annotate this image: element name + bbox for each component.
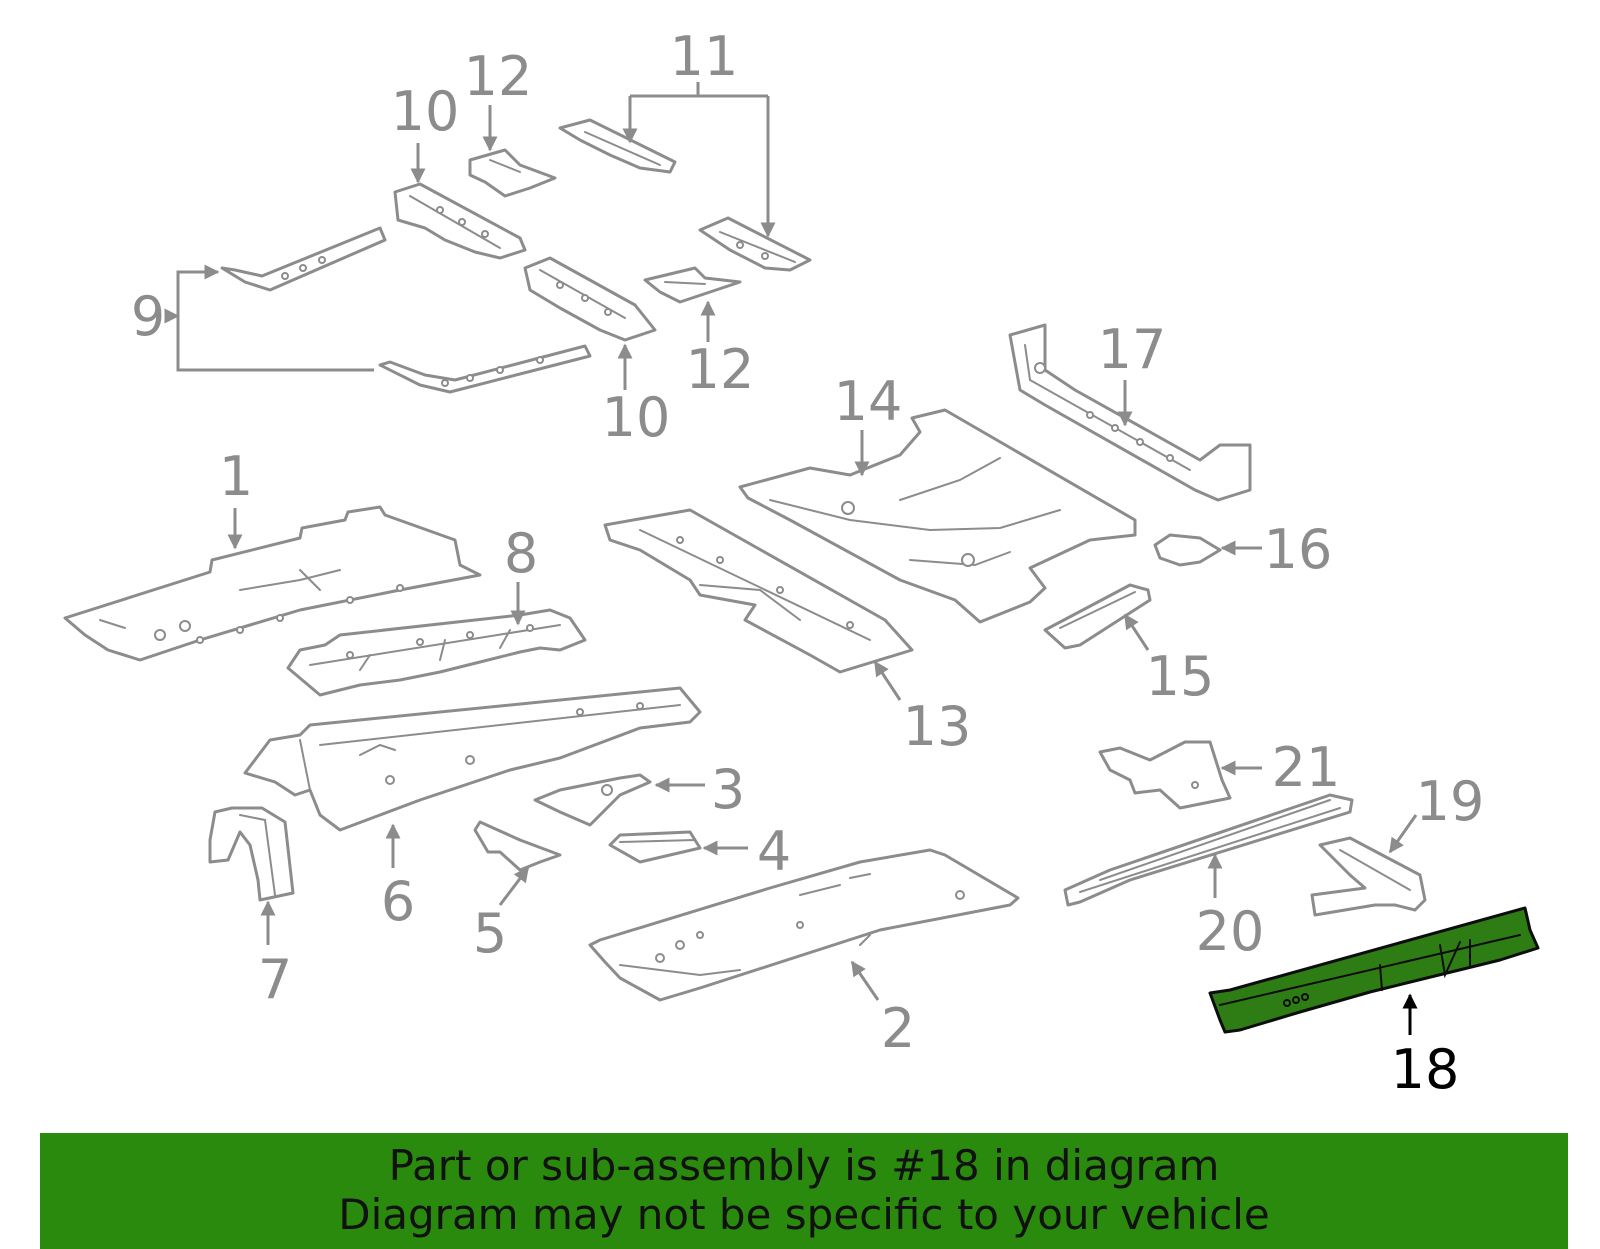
callout-1: 1 [219, 445, 253, 508]
part-20 [1063, 793, 1354, 907]
part-9-upper-rail [220, 226, 387, 292]
part-16 [1153, 533, 1222, 567]
part-14 [738, 408, 1137, 624]
part-5 [473, 820, 562, 872]
callout-14: 14 [834, 370, 903, 433]
leader-11 [628, 82, 770, 236]
callout-12-bottom: 12 [686, 338, 755, 401]
callout-13: 13 [903, 695, 972, 758]
part-15 [1043, 583, 1152, 650]
callout-2: 2 [881, 997, 915, 1060]
part-21 [1098, 740, 1232, 810]
callout-17: 17 [1098, 318, 1167, 381]
part-19 [1310, 836, 1427, 917]
part-8 [286, 608, 587, 697]
part-4 [608, 830, 702, 864]
part-1 [63, 505, 482, 662]
callout-19: 19 [1416, 770, 1485, 833]
callout-9: 9 [131, 285, 165, 348]
part-3 [533, 773, 652, 827]
part-13 [603, 508, 914, 674]
leader-19 [1388, 814, 1418, 854]
callout-21: 21 [1272, 736, 1341, 799]
callout-10-bottom: 10 [602, 386, 671, 449]
callout-7: 7 [258, 948, 292, 1011]
callout-4: 4 [757, 820, 791, 883]
notice-banner: Part or sub-assembly is #18 in diagram D… [40, 1133, 1568, 1249]
part-17 [1008, 323, 1252, 502]
part-6 [243, 686, 702, 832]
part-12-upper [468, 148, 557, 198]
callout-6: 6 [381, 870, 415, 933]
leader-15 [1123, 613, 1150, 651]
banner-line-disclaimer: Diagram may not be specific to your vehi… [338, 1190, 1270, 1239]
callout-11: 11 [670, 25, 739, 88]
part-11-lower [698, 216, 812, 272]
callout-15: 15 [1146, 645, 1215, 708]
leader-2 [850, 960, 880, 1001]
part-9-lower-rail [378, 344, 592, 394]
callout-3: 3 [711, 758, 745, 821]
callout-10-top: 10 [391, 80, 460, 143]
leader-5 [498, 866, 530, 906]
callout-18: 18 [1391, 1038, 1460, 1101]
callout-12-top: 12 [464, 45, 533, 108]
callout-5: 5 [473, 902, 507, 965]
banner-line-part-info: Part or sub-assembly is #18 in diagram [388, 1141, 1220, 1190]
part-12-lower [643, 266, 742, 304]
part-18-highlighted [1208, 906, 1540, 1034]
callout-20: 20 [1196, 900, 1265, 963]
part-11-upper [558, 118, 677, 174]
part-10-upper [393, 182, 527, 260]
callout-16: 16 [1264, 518, 1333, 581]
part-7 [208, 806, 295, 902]
callout-8: 8 [504, 522, 538, 585]
part-10-lower [523, 256, 657, 342]
leader-13 [873, 660, 902, 701]
part-2 [588, 848, 1020, 1002]
